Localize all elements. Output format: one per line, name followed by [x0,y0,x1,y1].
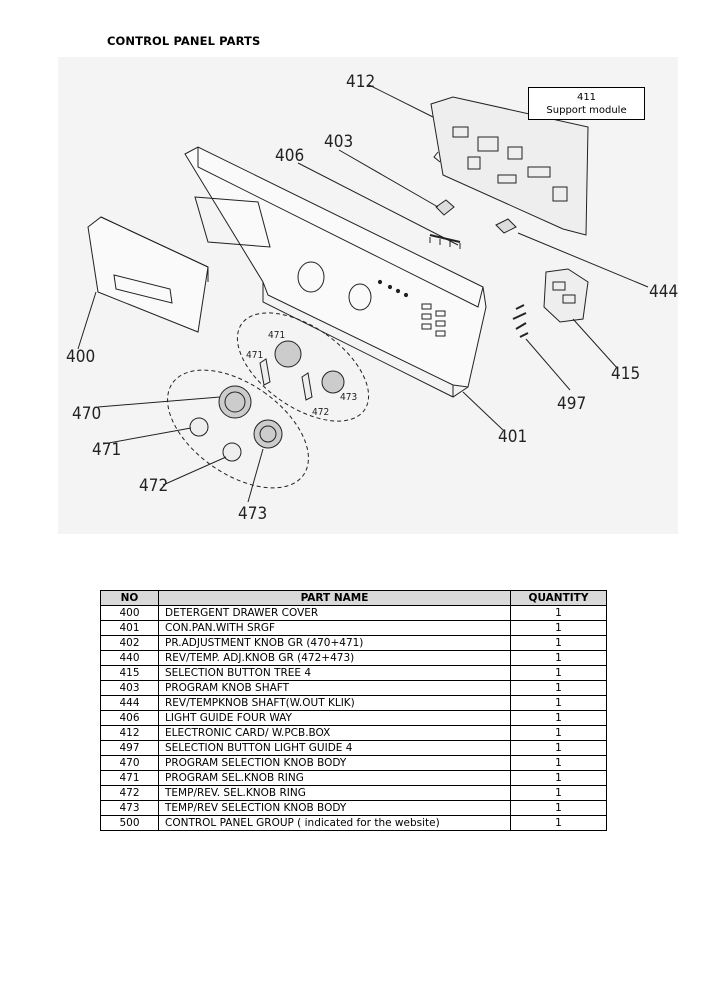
electronic-card-part [430,96,589,236]
cell-part-name: TEMP/REV SELECTION KNOB BODY [158,800,511,816]
cell-quantity: 1 [510,725,607,741]
cell-quantity: 1 [510,620,607,636]
cell-part-name: SELECTION BUTTON LIGHT GUIDE 4 [158,740,511,756]
cell-part-number: 444 [100,695,159,711]
cell-part-number: 401 [100,620,159,636]
cell-part-name: TEMP/REV. SEL.KNOB RING [158,785,511,801]
cell-quantity: 1 [510,680,607,696]
cell-part-number: 472 [100,785,159,801]
cell-quantity: 1 [510,785,607,801]
column-header-no: NO [100,590,159,606]
cell-part-name: SELECTION BUTTON TREE 4 [158,665,511,681]
cell-part-name: CON.PAN.WITH SRGF [158,620,511,636]
cell-part-name: LIGHT GUIDE FOUR WAY [158,710,511,726]
cell-part-name: ELECTRONIC CARD/ W.PCB.BOX [158,725,511,741]
cell-quantity: 1 [510,770,607,786]
cell-part-name: DETERGENT DRAWER COVER [158,605,511,621]
temp-knob-shaft-part [495,218,517,234]
cell-part-name: PROGRAM SELECTION KNOB BODY [158,755,511,771]
cell-quantity: 1 [510,710,607,726]
cell-part-name: CONTROL PANEL GROUP ( indicated for the … [158,815,511,831]
cell-quantity: 1 [510,740,607,756]
cell-part-number: 403 [100,680,159,696]
light-guide-part [512,304,529,338]
cell-quantity: 1 [510,695,607,711]
cell-quantity: 1 [510,755,607,771]
column-header-quantity: QUANTITY [510,590,607,606]
cell-part-number: 471 [100,770,159,786]
cell-quantity: 1 [510,815,607,831]
cell-part-number: 402 [100,635,159,651]
cell-part-number: 415 [100,665,159,681]
diagram-drawing [77,84,649,503]
table-header-row: NO PART NAME QUANTITY [100,590,607,606]
cell-part-name: REV/TEMP. ADJ.KNOB GR (472+473) [158,650,511,666]
page-title: CONTROL PANEL PARTS [107,34,261,48]
support-module-number: 411 [576,92,597,103]
cell-quantity: 1 [510,635,607,651]
cell-part-number: 400 [100,605,159,621]
temp-knob-body-part [253,419,283,449]
detergent-drawer-part [87,216,209,333]
cell-quantity: 1 [510,665,607,681]
cell-part-number: 406 [100,710,159,726]
cell-part-name: REV/TEMPKNOB SHAFT(W.OUT KLIK) [158,695,511,711]
cell-part-number: 473 [100,800,159,816]
support-module-label: 411 Support module [528,87,645,120]
program-knob-body-part [218,385,252,419]
cell-part-number: 500 [100,815,159,831]
cell-quantity: 1 [510,650,607,666]
cell-part-number: 497 [100,740,159,756]
support-module-name: Support module [546,105,627,116]
cell-part-number: 412 [100,725,159,741]
program-knob-shaft-part [435,199,455,216]
cell-part-name: PR.ADJUSTMENT KNOB GR (470+471) [158,635,511,651]
cell-quantity: 1 [510,800,607,816]
cell-part-name: PROGRAM SEL.KNOB RING [158,770,511,786]
cell-part-name: PROGRAM KNOB SHAFT [158,680,511,696]
column-header-part-name: PART NAME [158,590,511,606]
cell-part-number: 470 [100,755,159,771]
cell-quantity: 1 [510,605,607,621]
cell-part-number: 440 [100,650,159,666]
exploded-parts-diagram: 412 403 406 444 400 415 497 401 470 471 … [58,57,678,534]
